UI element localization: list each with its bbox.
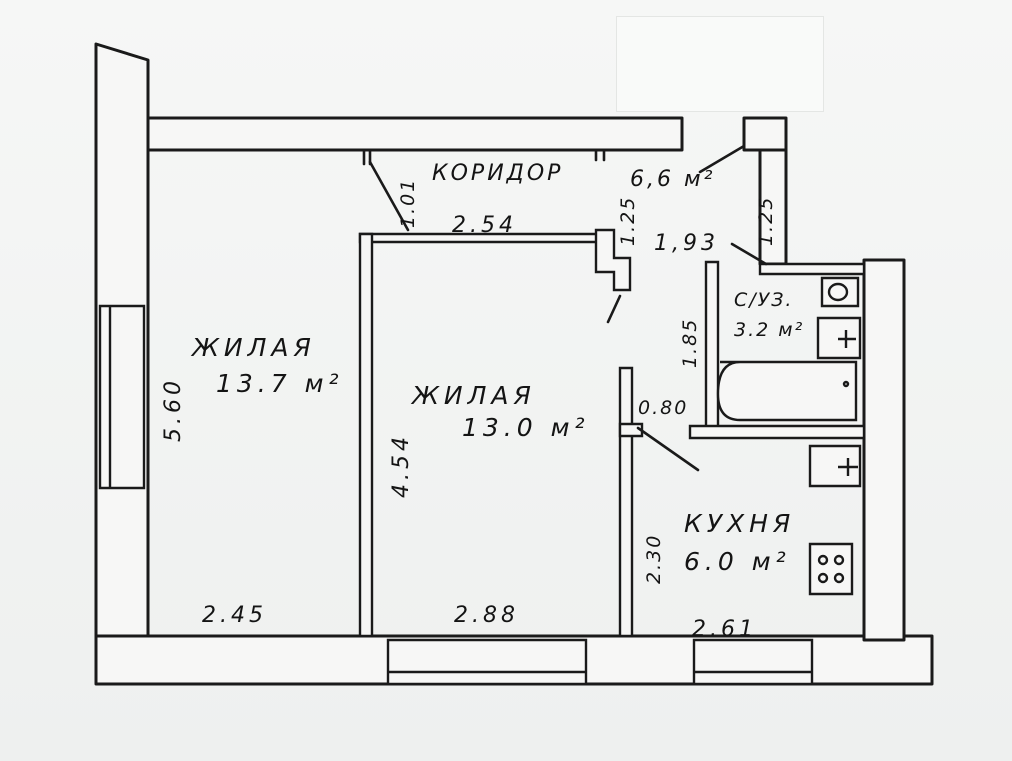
living-left-area: 13.7 м² (216, 369, 344, 398)
window-west (98, 304, 146, 490)
leader-lines (368, 144, 768, 472)
dim-corridor-step-b: 1.25 (755, 196, 777, 246)
leader-corridor-area (698, 144, 746, 174)
dim-bathroom-depth: 1.85 (679, 318, 701, 368)
living-center-area: 13.0 м² (462, 413, 590, 442)
stove (808, 542, 854, 596)
corridor-area: 6,6 м² (630, 167, 715, 192)
bathroom-top-wall (758, 262, 866, 276)
east-wall (862, 258, 906, 642)
leader-hall-width (730, 242, 768, 266)
kitchen-name: КУХНЯ (684, 509, 795, 538)
corridor-name: КОРИДОР (432, 161, 563, 186)
dim-corridor-length: 2.54 (452, 213, 517, 238)
door-post (618, 422, 644, 438)
windows (98, 304, 814, 686)
door-swing (606, 294, 622, 324)
bathroom-name: С/УЗ. (734, 289, 793, 311)
stove-burner-1 (817, 554, 829, 566)
kitchen-sink (808, 444, 862, 488)
stove-burner-3 (817, 572, 829, 584)
bathtub-drain (842, 380, 850, 388)
dim-living-center-width: 2.88 (454, 603, 519, 628)
corridor-stub-2 (594, 148, 606, 162)
dim-living-left-depth: 5.60 (161, 377, 186, 442)
living-center-name: ЖИЛАЯ (410, 381, 536, 410)
dim-kitchen-door: 0.80 (638, 397, 688, 419)
window-south-1 (386, 638, 588, 686)
bathroom-south-wall (688, 424, 866, 440)
dim-kitchen-depth: 2.30 (643, 534, 665, 584)
bathroom-west-wall (704, 260, 720, 438)
partition-left (358, 232, 374, 638)
window-south-2 (692, 638, 814, 686)
vent-shaft (742, 116, 788, 152)
dim-corridor-width: 1.01 (397, 178, 419, 228)
dim-living-center-depth: 4.54 (389, 433, 414, 498)
toilet-bowl (827, 282, 849, 302)
partition-jog (594, 228, 632, 292)
dim-living-left-width: 2.45 (202, 603, 267, 628)
north-wall (146, 116, 684, 152)
stove-burner-4 (833, 572, 845, 584)
leader-kitchen-door (636, 426, 700, 472)
living-left-name: ЖИЛАЯ (190, 333, 316, 362)
bath-sink (816, 316, 862, 360)
dim-hall-width: 1,93 (654, 231, 719, 256)
fixtures (716, 276, 862, 596)
leader-corridor-width (368, 160, 410, 232)
dim-corridor-step-a: 1.25 (617, 196, 639, 246)
kitchen-area: 6.0 м² (684, 547, 791, 576)
bathtub (716, 360, 858, 422)
partition-center (618, 366, 634, 638)
paper-label-patch (616, 16, 824, 112)
bathroom-area: 3.2 м² (734, 319, 804, 341)
interior-walls (358, 148, 866, 638)
dim-kitchen-width: 2.61 (692, 617, 757, 642)
stove-burner-2 (833, 554, 845, 566)
